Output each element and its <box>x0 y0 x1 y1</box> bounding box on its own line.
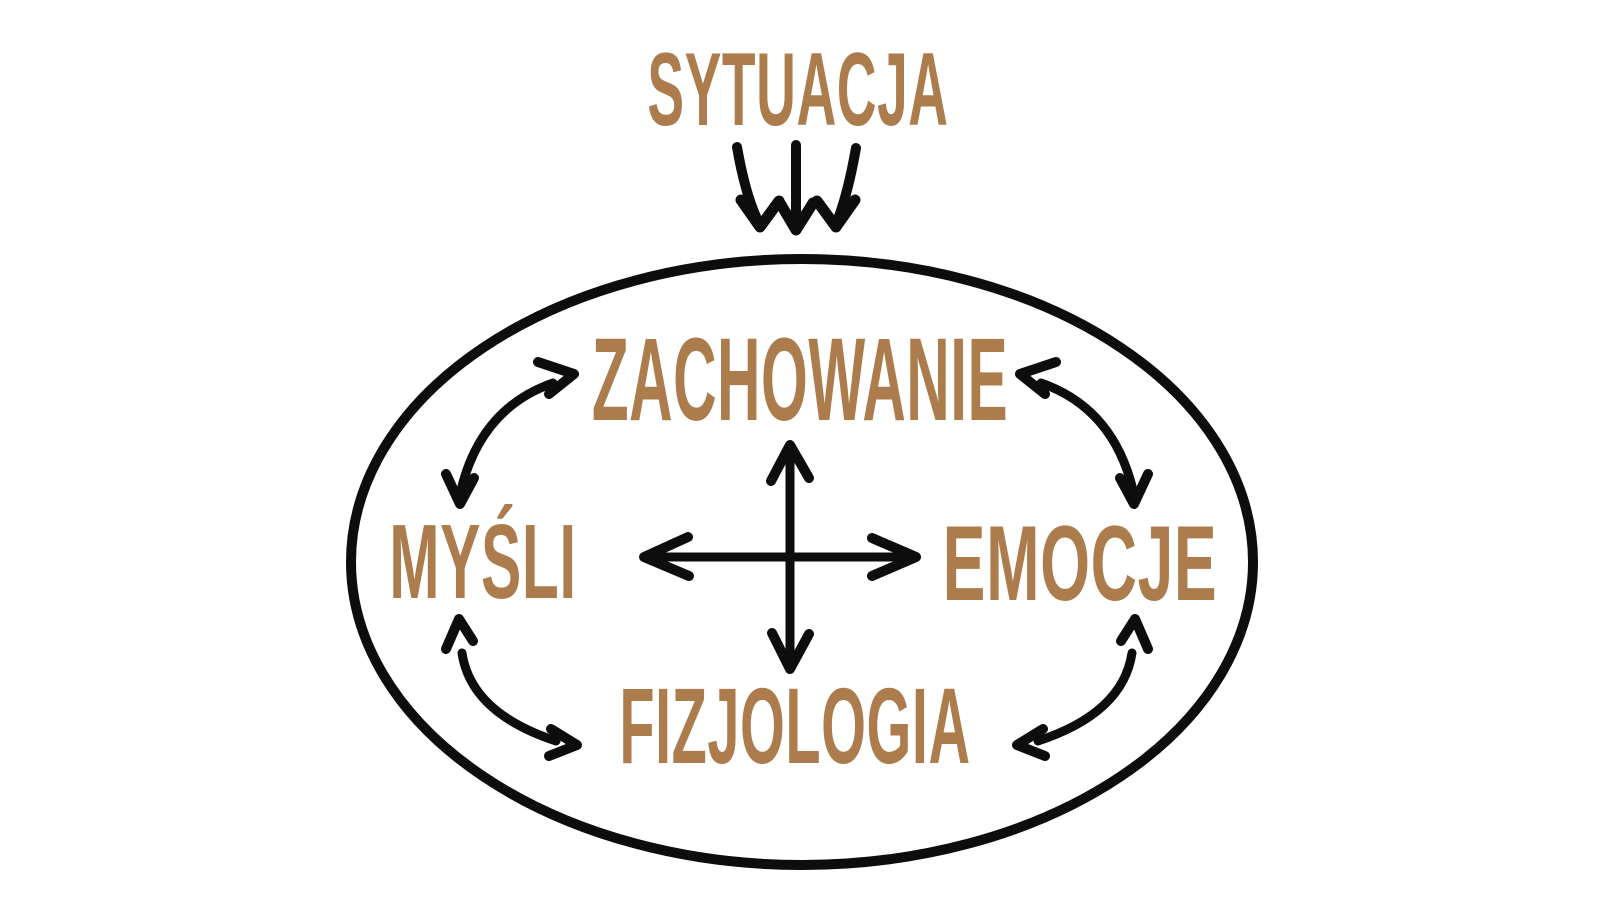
down-arrow-left-icon <box>732 142 785 233</box>
situation-label: SYTUACJA <box>647 31 948 147</box>
arrow-thoughts-physiology-icon <box>441 614 582 761</box>
cycle-ellipse <box>346 254 1258 870</box>
arrow-thoughts-behavior-icon <box>441 357 579 509</box>
arrow-physiology-emotions-icon <box>1012 614 1153 761</box>
situation-down-arrows <box>732 140 861 236</box>
behavior-label: ZACHOWANIE <box>592 313 1008 445</box>
down-arrow-right-icon <box>811 143 861 233</box>
physiology-label: FIZJOLOGIA <box>619 667 970 787</box>
thoughts-label: MYŚLI <box>389 502 576 621</box>
emotions-label: EMOCJE <box>943 503 1218 623</box>
down-arrow-middle-icon <box>774 140 819 236</box>
arrow-behavior-emotions-icon <box>1015 357 1153 509</box>
center-cross-arrows-icon <box>639 440 921 674</box>
